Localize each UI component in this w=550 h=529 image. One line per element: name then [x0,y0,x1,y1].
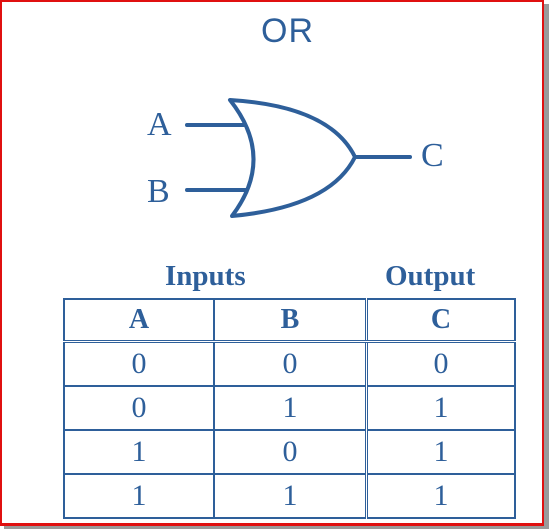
output-group-header: Output [385,260,476,292]
frame-shadow [4,526,549,529]
header-b: B [213,298,368,343]
cell-a: 0 [63,385,215,431]
cell-c: 0 [365,340,516,387]
cell-b: 1 [213,473,368,519]
header-c: C [365,298,516,343]
gate-title: OR [261,12,314,50]
cell-b: 1 [213,385,368,431]
cell-a: 1 [63,429,215,475]
truth-table-header-row: A B C [63,298,516,343]
table-row: 0 0 0 [63,340,516,387]
table-row: 0 1 1 [63,385,516,431]
cell-c: 1 [365,473,516,519]
table-row: 1 0 1 [63,429,516,475]
cell-c: 1 [365,429,516,475]
table-row: 1 1 1 [63,473,516,519]
cell-a: 0 [63,340,215,387]
inputs-group-header: Inputs [165,260,246,292]
cell-c: 1 [365,385,516,431]
cell-a: 1 [63,473,215,519]
frame-shadow [544,4,549,528]
input-b-label: B [147,173,170,210]
cell-b: 0 [213,340,368,387]
header-a: A [63,298,215,343]
output-c-label: C [421,137,444,174]
input-a-label: A [147,106,172,143]
truth-table: A B C 0 0 0 0 1 1 1 0 1 1 1 1 [63,298,516,519]
or-gate-body-symbol [228,98,357,218]
cell-b: 0 [213,429,368,475]
